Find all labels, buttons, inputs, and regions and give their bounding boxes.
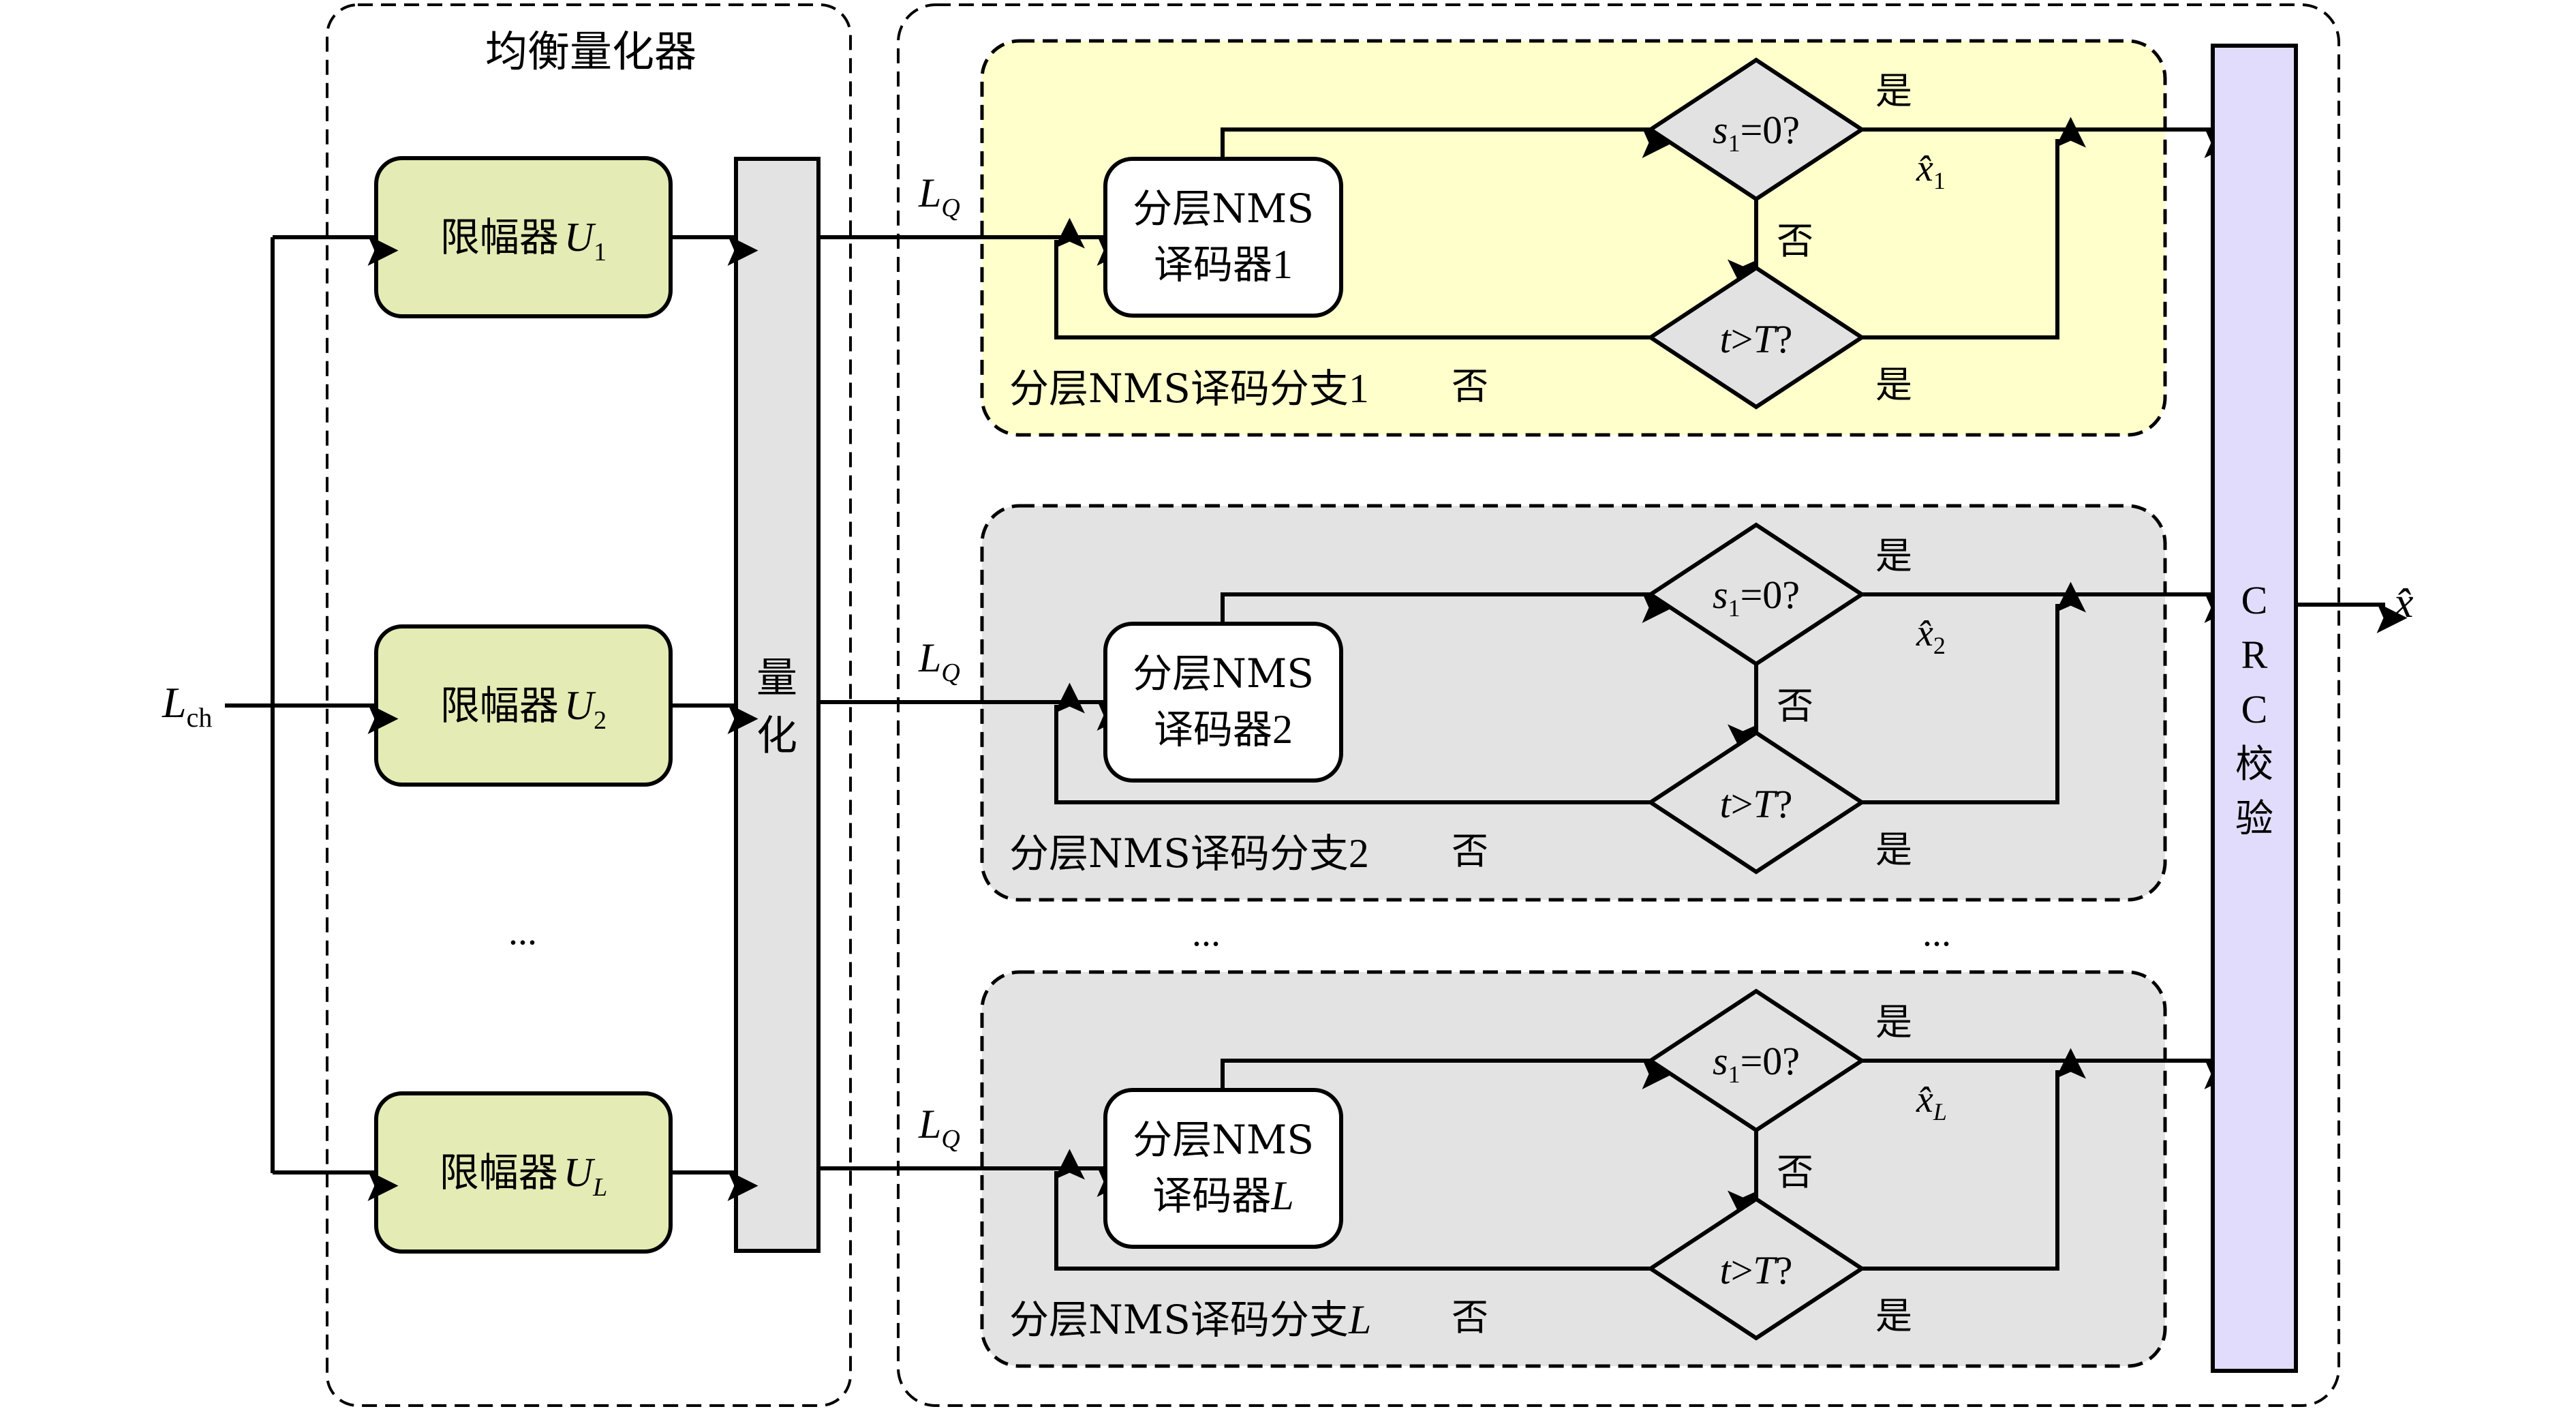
yes-label: 是 bbox=[1875, 363, 1912, 406]
quantizer-char-2: 化 bbox=[756, 712, 797, 760]
estimate-label: x̂1 bbox=[1916, 147, 1946, 194]
iteration-limit-label: t>T? bbox=[1720, 782, 1793, 826]
decoder-to-syndrome-check-arrow bbox=[1221, 1059, 1673, 1090]
decoder-label-line2: 译码器2 bbox=[1154, 706, 1293, 753]
decoder-label-line2: 译码器1 bbox=[1154, 241, 1293, 288]
crc-char: C bbox=[2241, 578, 2268, 622]
no-label: 否 bbox=[1452, 1296, 1488, 1339]
feedback-loop-arrow bbox=[1054, 217, 1651, 339]
branch-label: 分层NMS译码分支2 bbox=[1009, 830, 1369, 877]
syndrome-check-label: s1=0? bbox=[1713, 573, 1800, 622]
no-label: 否 bbox=[1452, 365, 1488, 408]
output-label: x̂ bbox=[2393, 578, 2413, 626]
nms-decoder-box bbox=[1103, 622, 1343, 783]
limiter-ellipsis: ... bbox=[508, 911, 537, 953]
input-label: Lch bbox=[162, 678, 212, 733]
syndrome-check-label: s1=0? bbox=[1713, 1039, 1800, 1088]
no-label: 否 bbox=[1452, 830, 1488, 873]
crc-char: 验 bbox=[2235, 797, 2273, 841]
input-bus: Lch bbox=[162, 235, 758, 1201]
iteration-limit-label: t>T? bbox=[1720, 1248, 1793, 1292]
iteration-limit-diamond bbox=[1646, 265, 1866, 410]
branch-label: 分层NMS译码分支L bbox=[1009, 1297, 1371, 1343]
yes-label: 是 bbox=[1875, 534, 1912, 577]
lq-label: LQ bbox=[918, 170, 960, 222]
equalizer-quantizer-title: 均衡量化器 bbox=[485, 27, 696, 76]
yes-label: 是 bbox=[1875, 1001, 1912, 1044]
lq-label: LQ bbox=[918, 635, 960, 687]
yes-arrow-to-output bbox=[1862, 581, 2086, 804]
crc-char: R bbox=[2241, 633, 2268, 677]
yes-arrow-to-output bbox=[1862, 117, 2086, 339]
estimate-label: x̂2 bbox=[1916, 612, 1946, 659]
nms-decoder-box bbox=[1103, 157, 1343, 318]
branch-label: 分层NMS译码分支1 bbox=[1009, 365, 1369, 412]
decoder-to-syndrome-check-arrow bbox=[1221, 127, 1673, 159]
estimate-label: x̂L bbox=[1916, 1078, 1947, 1125]
quantizer-char-1: 量 bbox=[756, 654, 797, 702]
decoder-label-line1: 分层NMS bbox=[1133, 1117, 1314, 1163]
crc-char: C bbox=[2241, 687, 2268, 731]
decoder-label-line1: 分层NMS bbox=[1133, 650, 1314, 697]
output: x̂ bbox=[2296, 578, 2413, 633]
nms-decoder-box bbox=[1103, 1088, 1343, 1249]
crc-check-block bbox=[2211, 44, 2298, 1373]
decoder-label-line1: 分层NMS bbox=[1133, 185, 1314, 232]
no-label: 否 bbox=[1777, 684, 1813, 727]
iteration-limit-diamond bbox=[1646, 1196, 1866, 1341]
feedback-loop-arrow bbox=[1054, 682, 1651, 804]
lq-label: LQ bbox=[918, 1102, 960, 1153]
no-label: 否 bbox=[1777, 1151, 1813, 1194]
yes-label: 是 bbox=[1875, 1294, 1912, 1337]
crc-char: 校 bbox=[2235, 742, 2273, 787]
syndrome-check-label: s1=0? bbox=[1713, 108, 1800, 157]
yes-label: 是 bbox=[1875, 828, 1912, 871]
iteration-limit-label: t>T? bbox=[1720, 317, 1793, 361]
decoder-to-syndrome-check-arrow bbox=[1221, 592, 1673, 624]
no-label: 否 bbox=[1777, 219, 1813, 262]
decoder-ellipsis-left: ... bbox=[1192, 912, 1221, 954]
decoder-ellipsis-right: ... bbox=[1922, 912, 1951, 954]
decoder-area-frame bbox=[897, 3, 2340, 1407]
iteration-limit-diamond bbox=[1646, 730, 1866, 875]
yes-arrow-to-output bbox=[1862, 1048, 2086, 1271]
decoder-label-line2: 译码器L bbox=[1152, 1172, 1293, 1219]
yes-label: 是 bbox=[1875, 70, 1912, 112]
quantizer-block bbox=[734, 157, 821, 1253]
feedback-loop-arrow bbox=[1054, 1149, 1651, 1271]
